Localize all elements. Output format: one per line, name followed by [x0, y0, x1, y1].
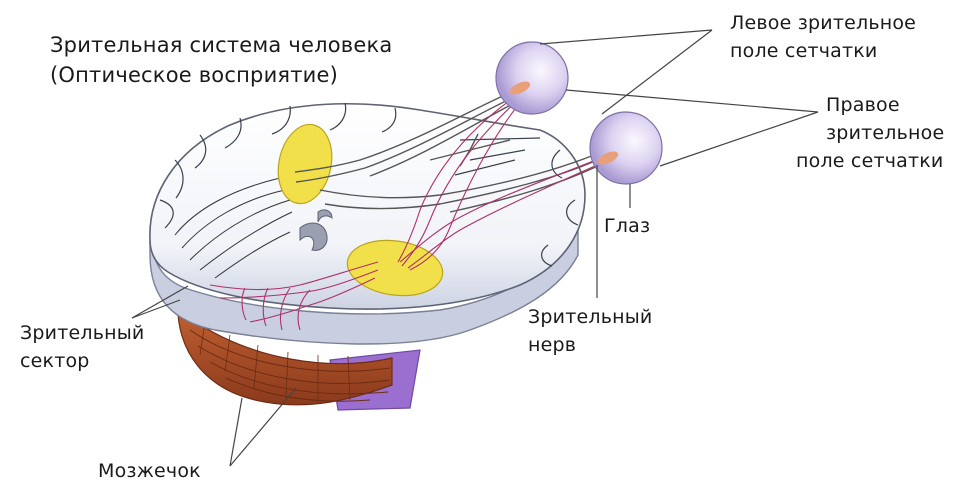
- lateral-geniculate-upper: [277, 123, 333, 205]
- lateral-geniculate-lower: [346, 239, 444, 297]
- white-matter-fibers: [174, 177, 293, 279]
- optic-tract-grey: [294, 87, 607, 213]
- visual-pathway-fibers: [209, 91, 609, 331]
- ventricle-small: [317, 209, 333, 223]
- label-visual-sector-line-2: сектор: [20, 350, 90, 372]
- label-right-visual-field-line-2: зрительное: [826, 122, 945, 144]
- label-optic-nerve-line-2: нерв: [528, 334, 577, 356]
- diagram-title-line-2: (Оптическое восприятие): [50, 63, 339, 87]
- label-right-visual-field-line-1: Правое: [826, 94, 900, 116]
- leader-lines: [131, 29, 819, 467]
- diagram-title-line-1: Зрительная система человека: [50, 33, 393, 57]
- gyri-lines: [159, 102, 579, 267]
- label-visual-sector-line-1: Зрительный: [20, 322, 145, 344]
- right-eye: [589, 111, 663, 185]
- ventricle: [299, 222, 328, 251]
- label-left-visual-field-line-2: поле сетчатки: [730, 40, 878, 62]
- brain-section-top-surface: [149, 102, 586, 310]
- left-eye: [495, 41, 569, 115]
- label-optic-nerve-line-1: Зрительный: [528, 306, 653, 328]
- label-cerebellum: Мозжечок: [98, 460, 201, 482]
- label-eye: Глаз: [604, 215, 651, 237]
- label-left-visual-field-line-1: Левое зрительное: [730, 12, 917, 34]
- cerebellum: [177, 298, 393, 406]
- label-right-visual-field-line-3: поле сетчатки: [796, 150, 944, 172]
